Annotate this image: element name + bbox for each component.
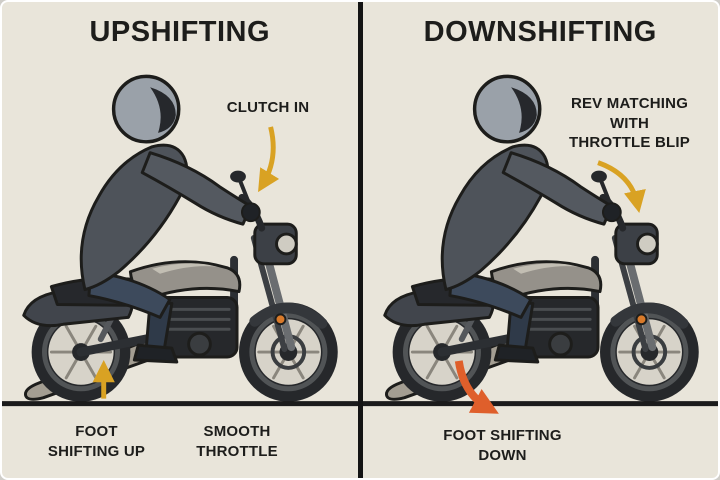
label-rev-matching: REV MATCHING WITH THROTTLE BLIP: [569, 95, 690, 151]
downshifting-illustration: [363, 2, 719, 414]
rev-matching-arrow-icon: [596, 160, 646, 214]
label-foot-shifting-up: FOOT SHIFTING UP: [47, 423, 146, 460]
upshifting-illustration: [2, 2, 358, 478]
label-smooth-throttle: SMOOTH THROTTLE: [196, 423, 278, 460]
upshifting-panel: UPSHIFTING CLUTCH IN FOOT SHIFTING UP SM…: [2, 2, 358, 478]
clutch-arrow-icon: [258, 126, 280, 193]
foot-down-arrow-icon: [454, 360, 499, 414]
panel-title-upshifting: UPSHIFTING: [89, 16, 271, 48]
label-foot-shifting-down: FOOT SHIFTING DOWN: [443, 427, 562, 464]
panel-title-downshifting: DOWNSHIFTING: [423, 16, 657, 48]
motorcycle-rider-illustration: [2, 76, 358, 403]
downshifting-panel: DOWNSHIFTING REV MATCHING WITH THROTTLE …: [363, 2, 719, 478]
label-clutch-in: CLUTCH IN: [226, 99, 310, 116]
panel-divider: [357, 2, 363, 478]
